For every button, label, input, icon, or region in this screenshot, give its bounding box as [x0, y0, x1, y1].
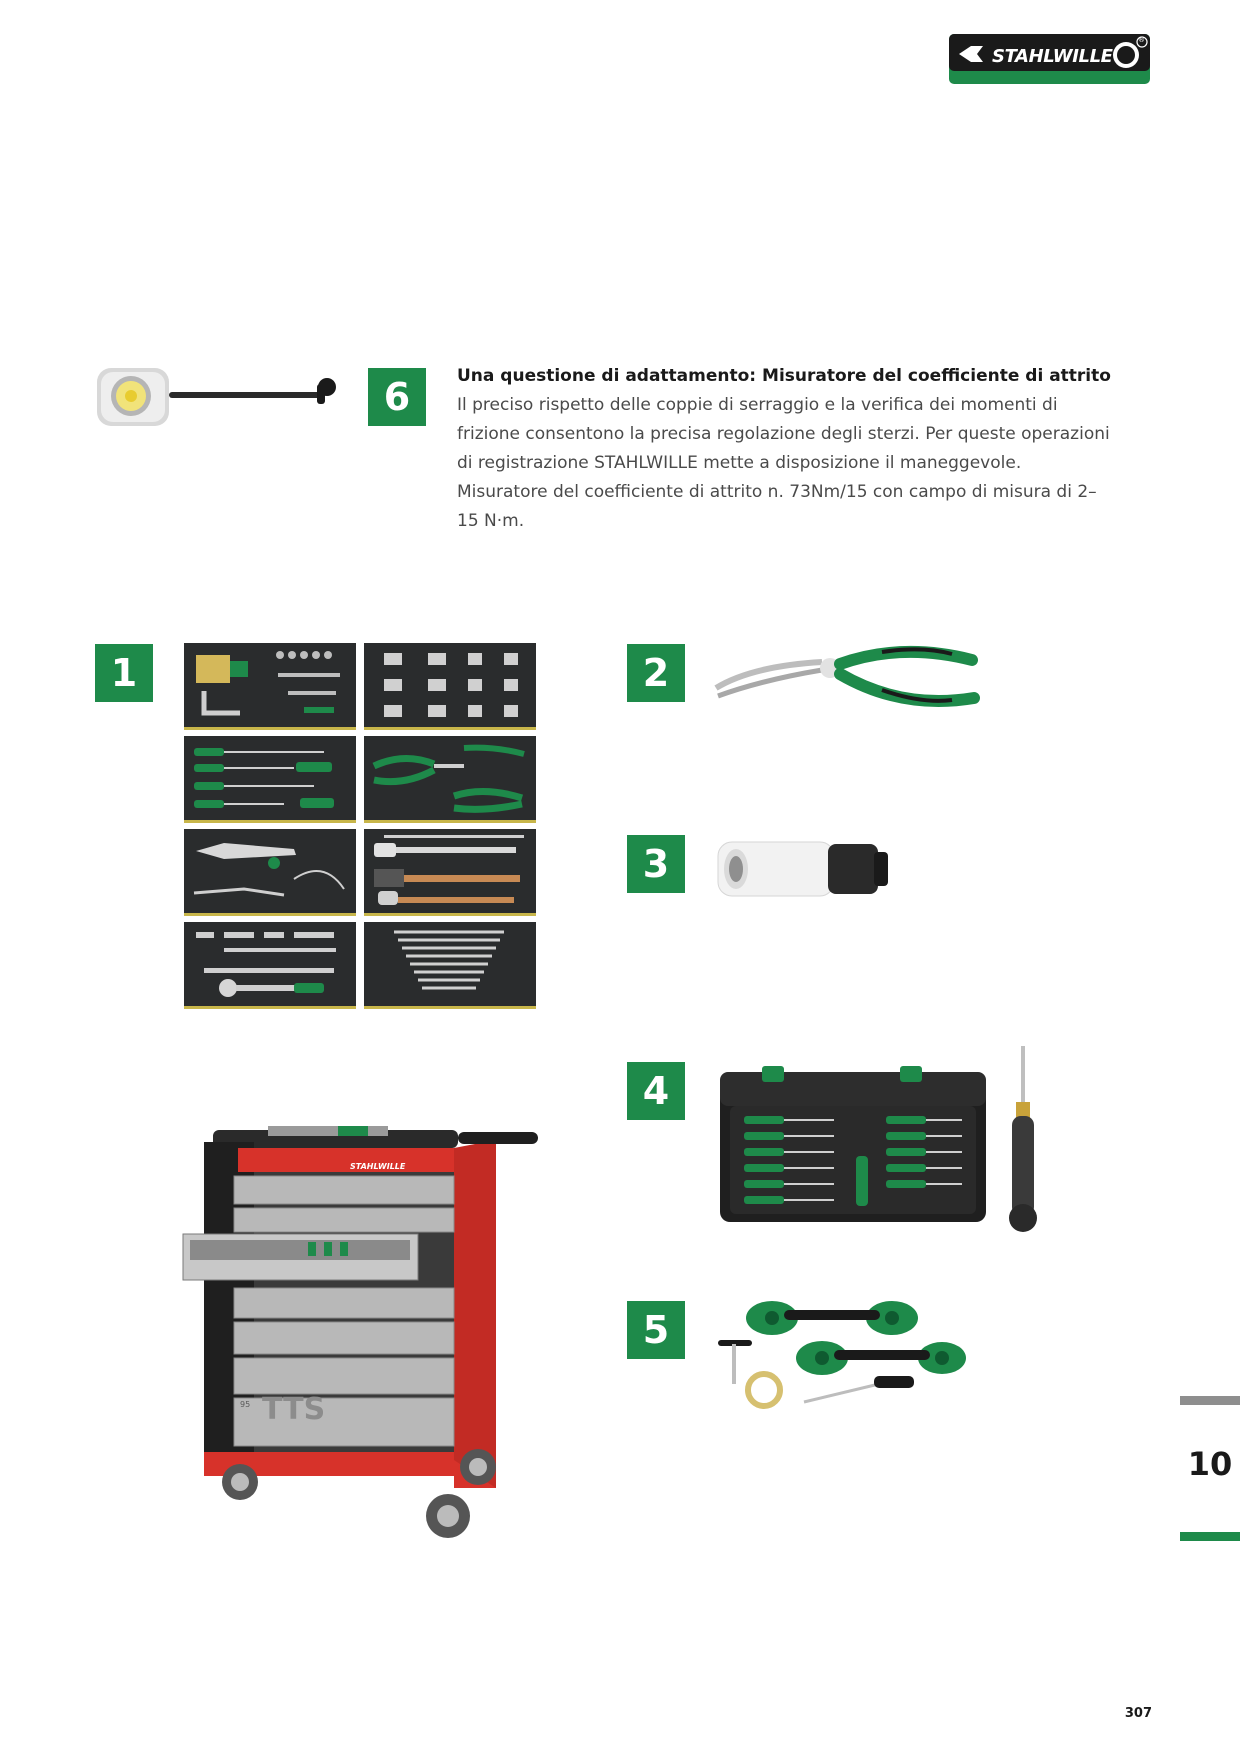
suction-lifter-set-image — [714, 1294, 969, 1414]
stahlwille-logo: STAHLWILLE ® — [949, 34, 1150, 84]
feature-body: Il preciso rispetto delle coppie di serr… — [457, 395, 1110, 531]
tool-trolley-image: STAHLWILLE 95 TTS — [178, 1112, 543, 1542]
tray-sockets — [364, 643, 536, 730]
item-badge-2: 2 — [627, 644, 685, 702]
impact-socket-image — [716, 838, 892, 900]
friction-gauge-image — [95, 362, 340, 432]
wrench-jaw-icon — [959, 46, 983, 62]
tray-wrenches — [364, 922, 536, 1009]
logo-brand-text: STAHLWILLE — [992, 46, 1113, 67]
item-badge-3: 3 — [627, 835, 685, 893]
chapter-tab-bottom-line — [1180, 1532, 1240, 1541]
registered-mark: ® — [1138, 36, 1145, 44]
trolley-drawer-number: 95 — [240, 1400, 251, 1409]
tray-hex-keys — [184, 643, 356, 730]
feature-description: Una questione di adattamento: Misuratore… — [457, 362, 1117, 536]
tray-screwdrivers — [184, 736, 356, 823]
page-number: 307 — [1124, 1706, 1152, 1721]
item-badge-6: 6 — [368, 368, 426, 426]
item-badge-1: 1 — [95, 644, 153, 702]
tray-locking-pliers — [184, 829, 356, 916]
trolley-brand-label: STAHLWILLE — [350, 1162, 406, 1171]
feature-title: Una questione di adattamento: Misuratore… — [457, 366, 1111, 386]
chapter-number: 10 — [1187, 1445, 1233, 1483]
item-badge-4: 4 — [627, 1062, 685, 1120]
tray-pliers — [364, 736, 536, 823]
chapter-tab-top-line — [1180, 1396, 1240, 1405]
logo-badge — [949, 34, 1150, 84]
bent-nose-pliers-image — [712, 640, 984, 720]
item-badge-5: 5 — [627, 1301, 685, 1359]
trolley-model-label: TTS — [262, 1392, 326, 1427]
tool-case-image — [716, 1046, 1050, 1236]
tray-hammers — [364, 829, 536, 916]
tray-ratchet — [184, 922, 356, 1009]
